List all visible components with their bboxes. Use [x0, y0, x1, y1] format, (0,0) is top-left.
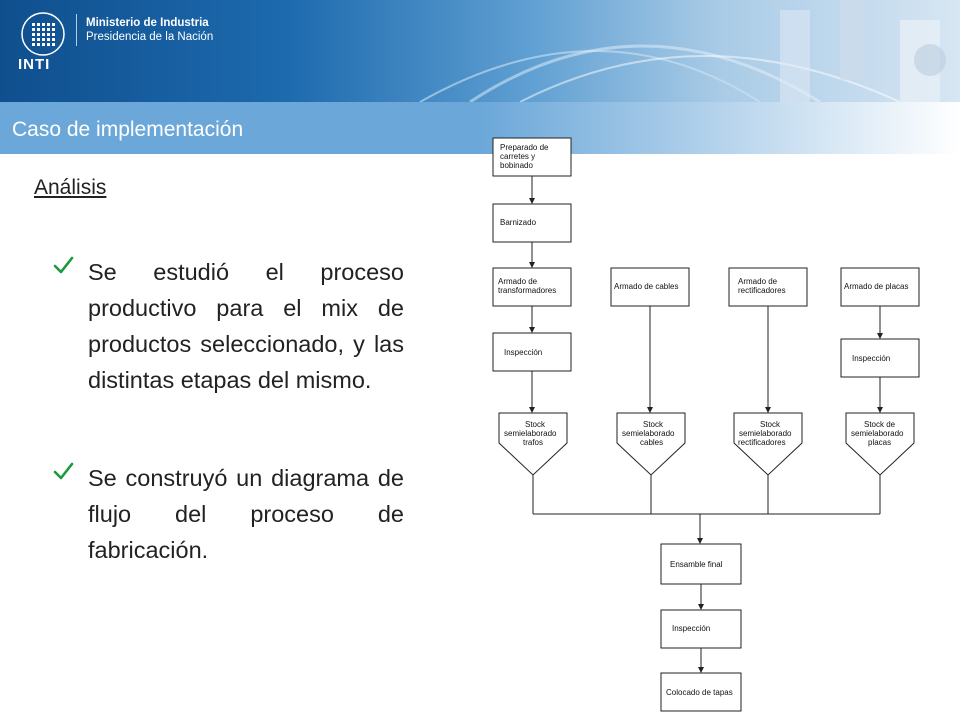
- flow-text: Stock: [525, 420, 546, 429]
- flow-text: Stock: [760, 420, 781, 429]
- flow-text: rectificadores: [738, 438, 786, 447]
- flow-box-armado-cables: Armado de cables: [610, 267, 690, 307]
- flow-merge-connector: [532, 475, 881, 544]
- flow-text: Inspección: [672, 624, 710, 633]
- flow-text: semielaborado: [504, 429, 557, 438]
- flow-text: rectificadores: [738, 286, 786, 295]
- flow-stock-rectificadores: Stock semielaborado rectificadores: [733, 412, 803, 476]
- flow-text: Colocado de tapas: [666, 688, 733, 697]
- flow-box-ensamble-final: Ensamble final: [660, 543, 742, 585]
- flow-box-inspeccion-1: Inspección: [492, 332, 572, 372]
- flow-text: semielaborado: [851, 429, 904, 438]
- flow-text: Stock: [643, 420, 664, 429]
- ministry-name: Ministerio de Industria Presidencia de l…: [86, 16, 213, 44]
- flow-text: Ensamble final: [670, 560, 723, 569]
- section-subtitle: Análisis: [34, 176, 107, 199]
- flow-box-inspeccion-3: Inspección: [660, 609, 742, 649]
- flow-box-colocado-tapas: Colocado de tapas: [660, 672, 742, 712]
- checkmark-icon: [53, 256, 74, 274]
- flow-text: Stock de: [864, 420, 896, 429]
- flow-box-inspeccion-2: Inspección: [840, 338, 920, 378]
- flow-text: Inspección: [504, 348, 542, 357]
- flow-box-armado-rectificadores: Armado de rectificadores: [728, 267, 808, 307]
- ministry-line2: Presidencia de la Nación: [86, 31, 214, 43]
- flow-text: Barnizado: [500, 218, 537, 227]
- flow-text: Preparado de: [500, 143, 549, 152]
- bullet-item: Se estudió el proceso productivo para el…: [52, 254, 404, 398]
- flow-text: cables: [640, 438, 663, 447]
- flow-text: Armado de: [498, 277, 538, 286]
- bullet-item: Se construyó un diagrama de flujo del pr…: [52, 460, 404, 568]
- flow-text: Armado de cables: [614, 282, 678, 291]
- flow-box-preparado: Preparado de carretes y bobinado: [492, 137, 572, 177]
- flow-box-barnizado: Barnizado: [492, 203, 572, 243]
- checkmark-icon: [53, 462, 74, 480]
- flow-text: Inspección: [852, 354, 890, 363]
- header-divider: [76, 14, 77, 46]
- flow-text: semielaborado: [622, 429, 675, 438]
- flow-box-armado-placas: Armado de placas: [840, 267, 920, 307]
- bullet-text: Se construyó un diagrama de flujo del pr…: [88, 465, 404, 563]
- flow-text: carretes y: [500, 152, 535, 161]
- flow-box-armado-transformadores: Armado de transformadores: [492, 267, 572, 307]
- bullet-text: Se estudió el proceso productivo para el…: [88, 259, 404, 393]
- flow-stock-placas: Stock de semielaborado placas: [845, 412, 915, 476]
- flow-text: Armado de: [738, 277, 778, 286]
- title-bar: Caso de implementación: [0, 102, 960, 154]
- flow-stock-trafos: Stock semielaborado trafos: [498, 412, 568, 476]
- flow-text: trafos: [523, 438, 543, 447]
- header-banner: INTI Ministerio de Industria Presidencia…: [0, 0, 960, 102]
- flow-text: semielaborado: [739, 429, 792, 438]
- flow-text: placas: [868, 438, 891, 447]
- process-flow-diagram: Preparado de carretes y bobinado Barniza…: [492, 137, 920, 712]
- header-background-graphic: [419, 0, 946, 102]
- flow-text: Armado de placas: [844, 282, 908, 291]
- inti-grid-logo-icon: [20, 12, 66, 56]
- flow-text: transformadores: [498, 286, 556, 295]
- slide-title: Caso de implementación: [12, 118, 244, 141]
- flow-text: bobinado: [500, 161, 533, 170]
- logo-text: INTI: [18, 56, 51, 73]
- flow-stock-cables: Stock semielaborado cables: [616, 412, 686, 476]
- ministry-line1: Ministerio de Industria: [86, 17, 209, 29]
